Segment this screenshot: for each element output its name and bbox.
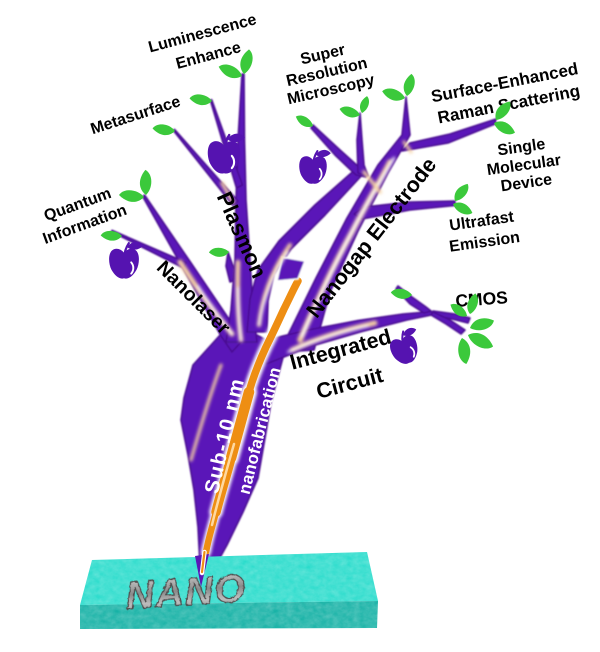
svg-text:NANO: NANO [124,567,248,618]
svg-text:CMOS: CMOS [455,287,509,311]
svg-text:Single: Single [496,136,546,160]
